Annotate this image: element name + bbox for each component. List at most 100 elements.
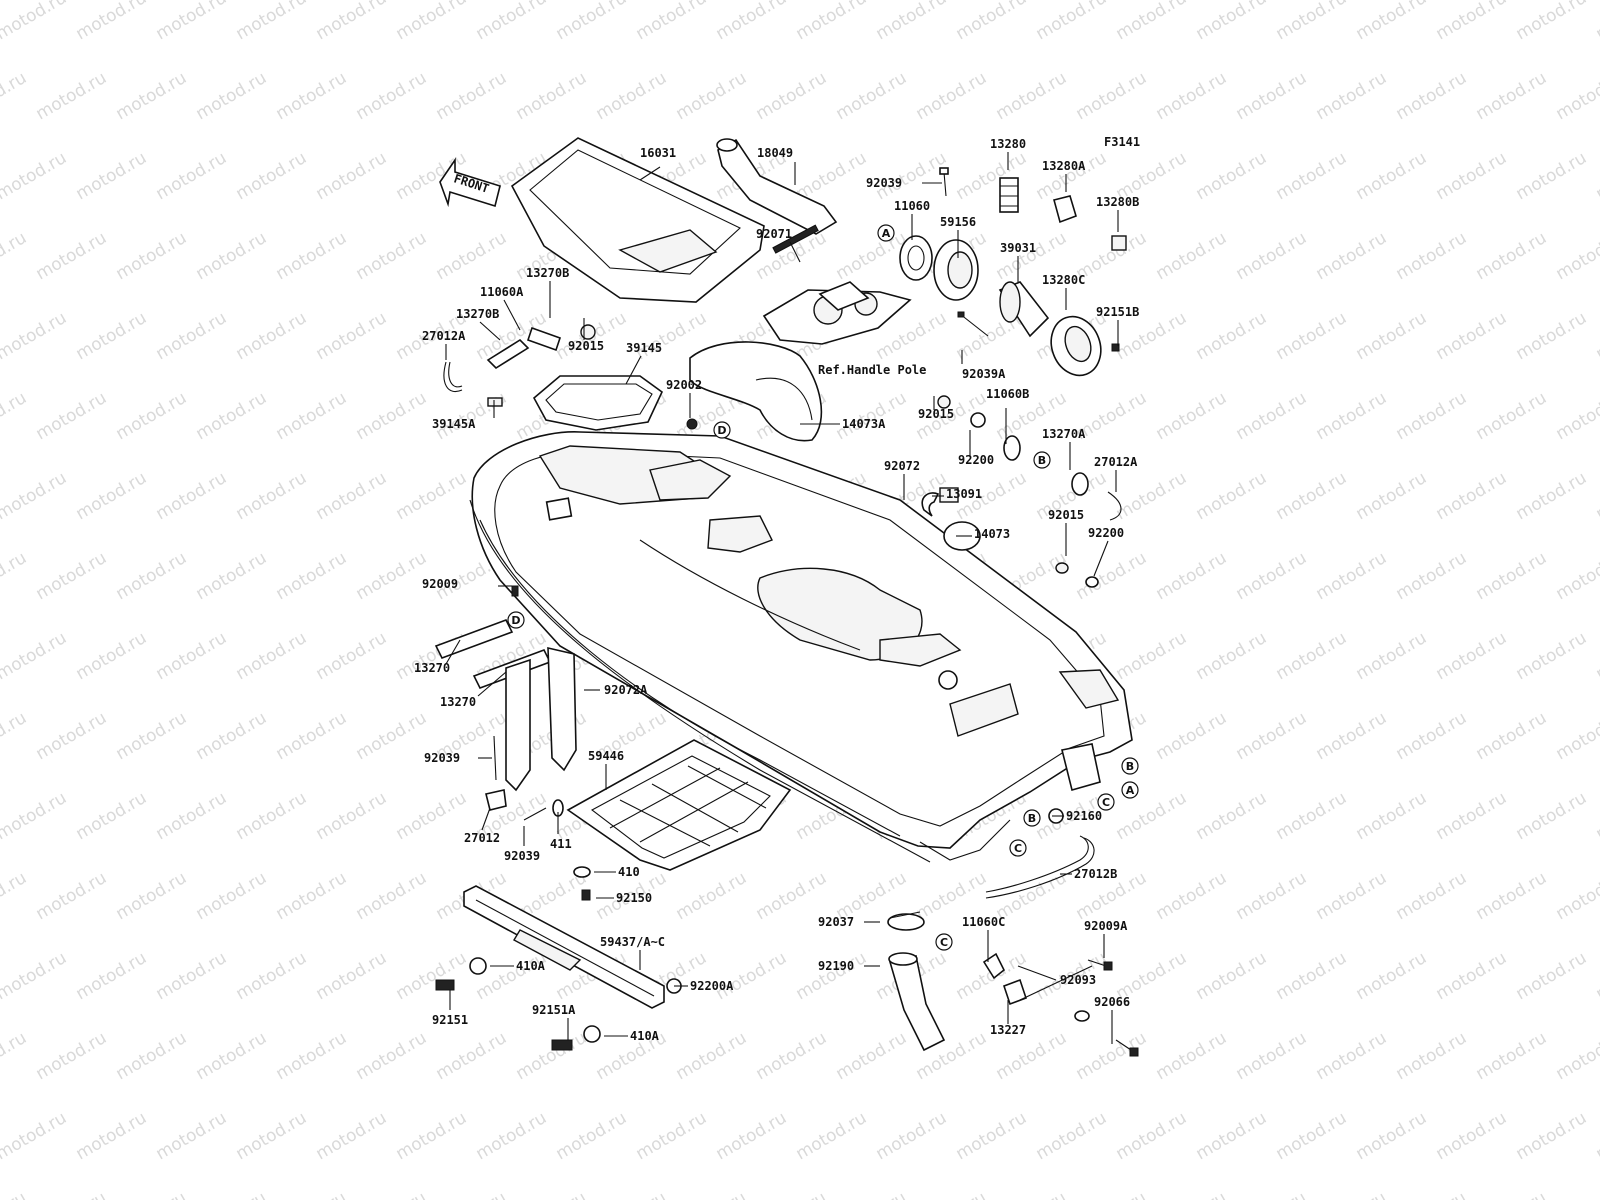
callout-marker: B bbox=[1023, 809, 1041, 827]
callout-letter: B bbox=[1126, 760, 1134, 773]
part-number-label: 13280 bbox=[990, 137, 1026, 151]
callout-letter: A bbox=[882, 227, 891, 240]
part-number-label: 59156 bbox=[940, 215, 976, 229]
part-number-label: 13270A bbox=[1042, 427, 1086, 441]
part-number-label: 59446 bbox=[588, 749, 624, 763]
part-labels: 16031 18049 92039 13280 13280A 13280B 11060 591… bbox=[414, 137, 1139, 1044]
part-number-label: 92151A bbox=[532, 1003, 576, 1017]
part-number-label: 39145 bbox=[626, 341, 662, 355]
bolt-92039a-part bbox=[957, 311, 989, 337]
callout-marker: B bbox=[1033, 451, 1051, 469]
part-number-label: 11060B bbox=[986, 387, 1029, 401]
part-number-label: 16031 bbox=[640, 146, 676, 160]
part-number-label: 39145A bbox=[432, 417, 476, 431]
leader-line bbox=[477, 671, 507, 697]
storage-tray-part bbox=[510, 137, 765, 303]
bolt-92039-part bbox=[939, 167, 949, 197]
front-arrow-icon: FRONT bbox=[439, 157, 501, 208]
part-number-label: 13270B bbox=[526, 266, 569, 280]
part-number-label: 13280A bbox=[1042, 159, 1086, 173]
callout-marker: C bbox=[1097, 793, 1115, 811]
part-number-label: 92009 bbox=[422, 577, 458, 591]
part-number-label: 92039A bbox=[962, 367, 1006, 381]
callout-letter: C bbox=[1102, 796, 1110, 809]
callout-marker: D bbox=[713, 421, 731, 439]
part-number-label: 13091 bbox=[946, 487, 982, 501]
vent-cap-part bbox=[1050, 315, 1120, 377]
callout-letter: B bbox=[1038, 454, 1046, 467]
ref-handle-pole-note: Ref.Handle Pole bbox=[818, 363, 926, 377]
part-number-label: 13270B bbox=[456, 307, 499, 321]
inlet-duct-part bbox=[686, 341, 823, 442]
callout-letter: A bbox=[1126, 784, 1135, 797]
handle-pole-base-part bbox=[762, 281, 912, 345]
part-number-label: 27012A bbox=[1094, 455, 1138, 469]
callout-marker: A bbox=[877, 224, 895, 242]
callout-letter: B bbox=[1028, 812, 1036, 825]
leader-line bbox=[789, 241, 801, 263]
part-number-label: 92200 bbox=[958, 453, 994, 467]
part-number-label: 92039 bbox=[424, 751, 460, 765]
part-number-label: 92015 bbox=[1048, 508, 1084, 522]
part-number-label: 92015 bbox=[568, 339, 604, 353]
part-number-label: 92160 bbox=[1066, 809, 1102, 823]
part-number-label: 92009A bbox=[1084, 919, 1128, 933]
part-number-label: 410 bbox=[618, 865, 640, 879]
part-number-label: 92037 bbox=[818, 915, 854, 929]
leader-line bbox=[625, 355, 642, 385]
part-number-label: 13280C bbox=[1042, 273, 1085, 287]
part-number-label: 92200A bbox=[690, 979, 734, 993]
part-number-label: 13280B bbox=[1096, 195, 1139, 209]
part-number-label: 39031 bbox=[1000, 241, 1036, 255]
part-number-label: 92150 bbox=[616, 891, 652, 905]
part-number-label: 59437/A~C bbox=[600, 935, 665, 949]
part-number-label: 13270 bbox=[414, 661, 450, 675]
callout-marker: D bbox=[507, 611, 525, 629]
straps-part bbox=[485, 646, 577, 821]
bilge-hose-part bbox=[888, 952, 946, 1052]
part-number-label: 92039 bbox=[866, 176, 902, 190]
part-number-label: 92071 bbox=[756, 227, 792, 241]
part-number-label: 13270 bbox=[440, 695, 476, 709]
part-number-label: 13227 bbox=[990, 1023, 1026, 1037]
part-number-label: 27012B bbox=[1074, 867, 1117, 881]
leader-line bbox=[503, 299, 521, 331]
part-number-label: 14073 bbox=[974, 527, 1010, 541]
callout-letter: C bbox=[940, 936, 948, 949]
hose-part bbox=[716, 138, 838, 235]
link-plates-part bbox=[443, 324, 596, 407]
cone-part bbox=[998, 281, 1050, 338]
part-number-label: 11060C bbox=[962, 915, 1005, 929]
part-number-label: 92190 bbox=[818, 959, 854, 973]
part-number-label: 92072A bbox=[604, 683, 648, 697]
clip-set-part bbox=[999, 177, 1127, 251]
callout-marker: C bbox=[935, 933, 953, 951]
hose-clamp-part bbox=[887, 911, 925, 931]
part-number-label: 92039 bbox=[504, 849, 540, 863]
part-number-label: 410A bbox=[630, 1029, 660, 1043]
part-number-label: 411 bbox=[550, 837, 572, 851]
part-number-label: 92151 bbox=[432, 1013, 468, 1027]
flange-part bbox=[933, 239, 979, 301]
part-number-label: 92002 bbox=[666, 378, 702, 392]
hatch-seal-part bbox=[532, 375, 664, 431]
part-number-label: 410A bbox=[516, 959, 546, 973]
part-number-label: 92066 bbox=[1094, 995, 1130, 1009]
part-number-label: 11060 bbox=[894, 199, 930, 213]
callout-marker: A bbox=[1121, 781, 1139, 799]
part-number-label: 27012 bbox=[464, 831, 500, 845]
leader-line bbox=[1093, 540, 1109, 577]
ride-plate-part bbox=[435, 885, 682, 1051]
part-number-label: 92072 bbox=[884, 459, 920, 473]
leader-line bbox=[639, 166, 661, 181]
part-number-label: 14073A bbox=[842, 417, 886, 431]
callout-letter: D bbox=[511, 614, 520, 627]
part-number-label: 18049 bbox=[757, 146, 793, 160]
leader-line bbox=[1017, 965, 1057, 981]
callout-letter: D bbox=[717, 424, 726, 437]
callout-marker: B bbox=[1121, 757, 1139, 775]
intake-grate-part bbox=[566, 739, 792, 901]
drain-fittings-part bbox=[982, 952, 1139, 1057]
